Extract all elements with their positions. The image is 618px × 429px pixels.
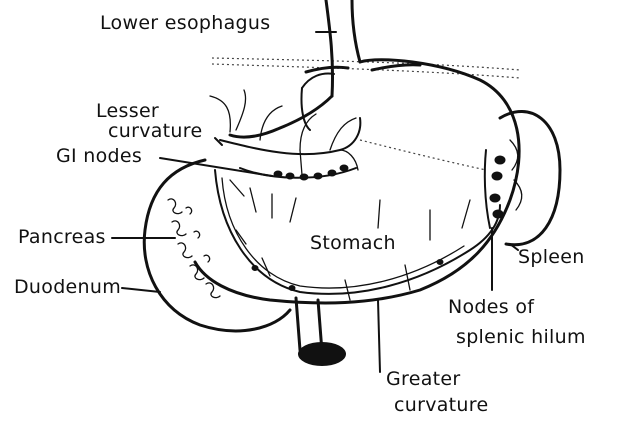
gi-nodes-cluster <box>240 165 356 180</box>
lesser-curvature-vessels <box>210 90 360 175</box>
label-lesser-line1: Lesser <box>96 100 159 122</box>
splenic-hilum-nodes <box>485 150 505 228</box>
label-duodenum: Duodenum <box>14 276 121 298</box>
label-splenic-line1: Nodes of <box>448 296 534 318</box>
leader-lines <box>112 32 518 372</box>
label-spleen: Spleen <box>518 246 585 268</box>
label-splenic-line2: splenic hilum <box>456 326 586 348</box>
label-lesser-line2: curvature <box>108 120 202 142</box>
spleen-shape <box>500 111 560 244</box>
label-gi-nodes: GI nodes <box>56 145 142 167</box>
label-stomach: Stomach <box>310 232 396 254</box>
label-greater-line2: curvature <box>394 394 488 416</box>
label-greater-line1: Greater <box>386 368 461 390</box>
label-pancreas: Pancreas <box>18 226 106 248</box>
esophagus-shape <box>326 0 360 96</box>
posterior-contour <box>360 140 486 170</box>
label-lower-esophagus: Lower esophagus <box>100 12 270 34</box>
pylorus-tube <box>296 298 346 366</box>
stomach-outline <box>195 60 519 303</box>
